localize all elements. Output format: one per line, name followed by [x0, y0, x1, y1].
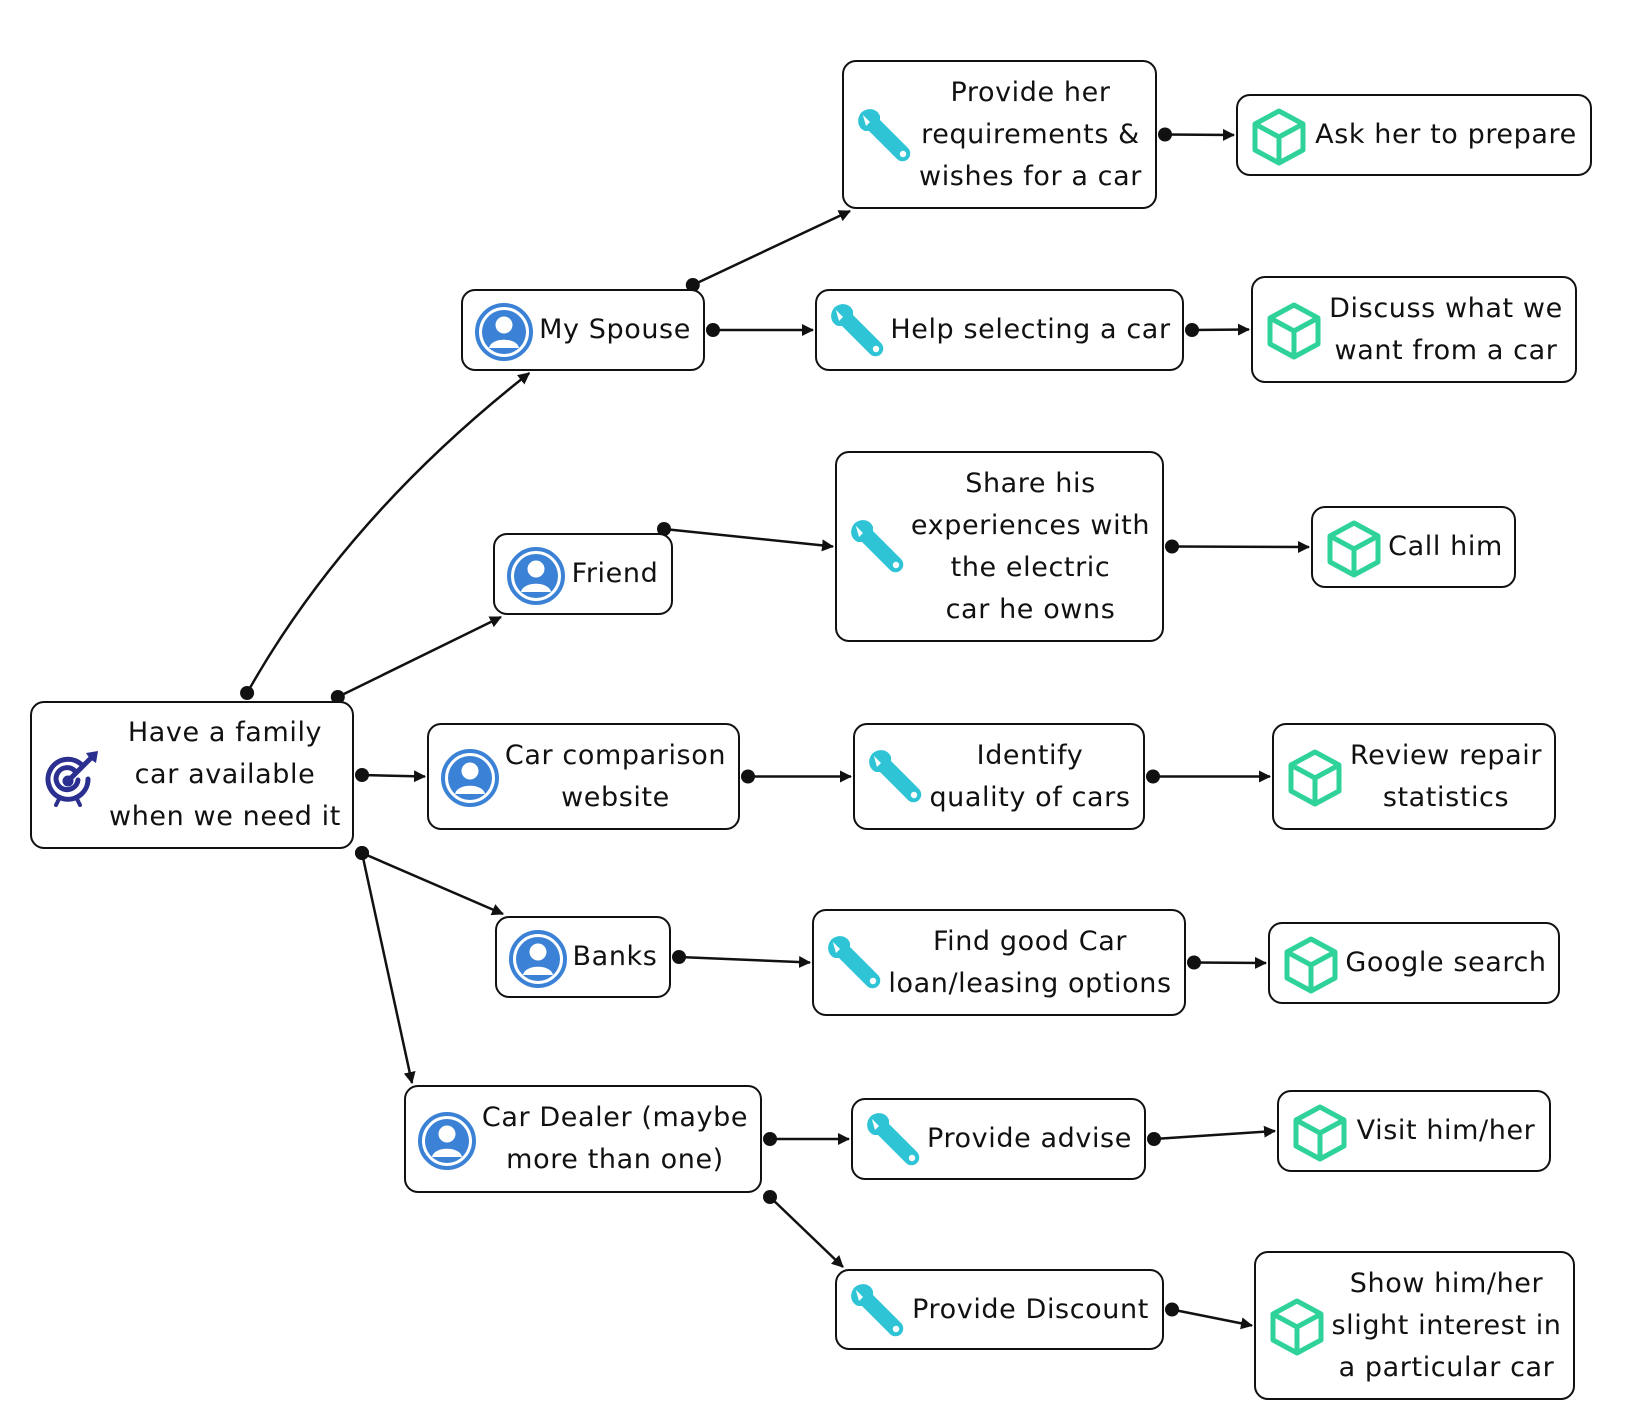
connector-friend-share — [663, 527, 834, 552]
cube-icon — [1263, 300, 1325, 362]
impact-label: Provide her requirements & wishes for a … — [919, 76, 1142, 192]
impact-node-identify-quality[interactable]: Identify quality of cars — [853, 723, 1145, 830]
actor-label: My Spouse — [539, 314, 691, 345]
connector-origin-dot — [1165, 539, 1179, 554]
wrench-icon — [852, 104, 918, 170]
impact-label: Share his experiences with the electric … — [910, 467, 1151, 625]
connector-origin-dot — [355, 846, 369, 860]
connector-banks-loan — [678, 955, 811, 969]
connector-origin-dot — [672, 950, 686, 964]
actor-label: Car comparison website — [504, 739, 727, 813]
actor-node-dealer[interactable]: Car Dealer (maybe more than one) — [404, 1085, 762, 1193]
impact-node-car-loan[interactable]: Find good Car loan/leasing options — [812, 909, 1186, 1016]
connector-origin-dot — [685, 278, 700, 292]
deliverable-label: Show him/her slight interest in a partic… — [1331, 1267, 1562, 1383]
user-icon — [473, 301, 535, 363]
connector-origin-dot — [330, 690, 345, 704]
deliverable-node-review-repair[interactable]: Review repair statistics — [1272, 723, 1556, 830]
connector-origin-dot — [657, 522, 671, 536]
wrench-icon — [863, 745, 929, 811]
deliverable-node-call-him[interactable]: Call him — [1311, 506, 1516, 588]
deliverable-node-google-search[interactable]: Google search — [1268, 922, 1560, 1004]
connector-req-prepare — [1164, 128, 1235, 141]
connector-origin-dot — [763, 1132, 777, 1146]
target-icon — [42, 747, 102, 807]
connector-origin-dot — [1147, 1132, 1161, 1146]
deliverable-node-discuss[interactable]: Discuss what we want from a car — [1251, 276, 1577, 383]
connector-goal-friend — [337, 615, 502, 699]
connector-share-call — [1171, 540, 1310, 553]
cube-icon — [1248, 106, 1310, 168]
connector-origin-dot — [741, 769, 755, 784]
wrench-icon — [822, 931, 888, 997]
connector-goal-spouse — [245, 372, 531, 694]
cube-icon — [1323, 518, 1385, 580]
impact-node-share-experiences[interactable]: Share his experiences with the electric … — [835, 451, 1164, 642]
cube-icon — [1284, 747, 1346, 809]
actor-label: Banks — [572, 941, 658, 972]
impact-label: Find good Car loan/leasing options — [888, 925, 1172, 999]
wrench-icon — [861, 1108, 927, 1174]
connector-discount-show — [1171, 1308, 1253, 1330]
impact-label: Provide advise — [927, 1123, 1132, 1154]
connector-goal-website — [361, 770, 426, 783]
impact-node-help-selecting[interactable]: Help selecting a car — [815, 289, 1184, 371]
user-icon — [416, 1110, 478, 1172]
deliverable-label: Visit him/her — [1356, 1115, 1536, 1146]
connector-origin-dot — [1165, 1302, 1179, 1317]
user-icon — [439, 747, 501, 809]
cube-icon — [1289, 1102, 1351, 1164]
connector-origin-dot — [763, 1190, 777, 1204]
user-icon — [507, 928, 569, 990]
actor-label: Friend — [571, 558, 659, 589]
connector-origin-dot — [240, 686, 255, 700]
actor-node-website[interactable]: Car comparison website — [427, 723, 740, 830]
deliverable-node-show-interest[interactable]: Show him/her slight interest in a partic… — [1254, 1251, 1575, 1400]
cube-icon — [1266, 1296, 1328, 1358]
connector-dealer-discount — [769, 1196, 844, 1268]
connector-goal-banks — [361, 851, 504, 916]
actor-label: Car Dealer (maybe more than one) — [481, 1102, 749, 1175]
impact-label: Provide Discount — [912, 1293, 1149, 1325]
connector-origin-dot — [1185, 323, 1199, 337]
user-icon — [505, 545, 567, 607]
impact-node-provide-discount[interactable]: Provide Discount — [835, 1269, 1164, 1350]
deliverable-label: Review repair statistics — [1349, 739, 1543, 813]
connector-origin-dot — [1187, 955, 1201, 970]
impact-label: Help selecting a car — [890, 314, 1171, 345]
deliverable-label: Call him — [1388, 531, 1503, 562]
impact-node-requirements[interactable]: Provide her requirements & wishes for a … — [842, 60, 1157, 209]
cube-icon — [1280, 934, 1342, 996]
connector-loan-google — [1193, 956, 1267, 969]
connector-help-discuss — [1191, 323, 1250, 336]
deliverable-label: Google search — [1345, 947, 1547, 978]
wrench-icon — [845, 515, 911, 581]
impact-node-provide-advise[interactable]: Provide advise — [851, 1098, 1146, 1180]
deliverable-label: Ask her to prepare — [1315, 119, 1577, 150]
actor-node-friend[interactable]: Friend — [493, 533, 673, 615]
goal-node[interactable]: Have a family car available when we need… — [30, 701, 354, 849]
connector-spouse-req — [692, 209, 851, 287]
connector-advise-visit — [1153, 1125, 1276, 1141]
connector-origin-dot — [706, 323, 720, 337]
connector-goal-dealer — [360, 852, 416, 1084]
connector-origin-dot — [1146, 769, 1160, 784]
actor-node-spouse[interactable]: My Spouse — [461, 289, 705, 371]
connector-origin-dot — [1158, 127, 1172, 142]
wrench-icon — [825, 299, 891, 365]
deliverable-node-visit[interactable]: Visit him/her — [1277, 1090, 1551, 1172]
deliverable-node-ask-her[interactable]: Ask her to prepare — [1236, 94, 1592, 176]
connector-origin-dot — [355, 768, 369, 782]
wrench-icon — [845, 1279, 911, 1345]
actor-node-banks[interactable]: Banks — [495, 916, 671, 998]
deliverable-label: Discuss what we want from a car — [1329, 292, 1563, 366]
impact-label: Identify quality of cars — [929, 739, 1131, 813]
goal-label: Have a family car available when we need… — [109, 717, 341, 832]
